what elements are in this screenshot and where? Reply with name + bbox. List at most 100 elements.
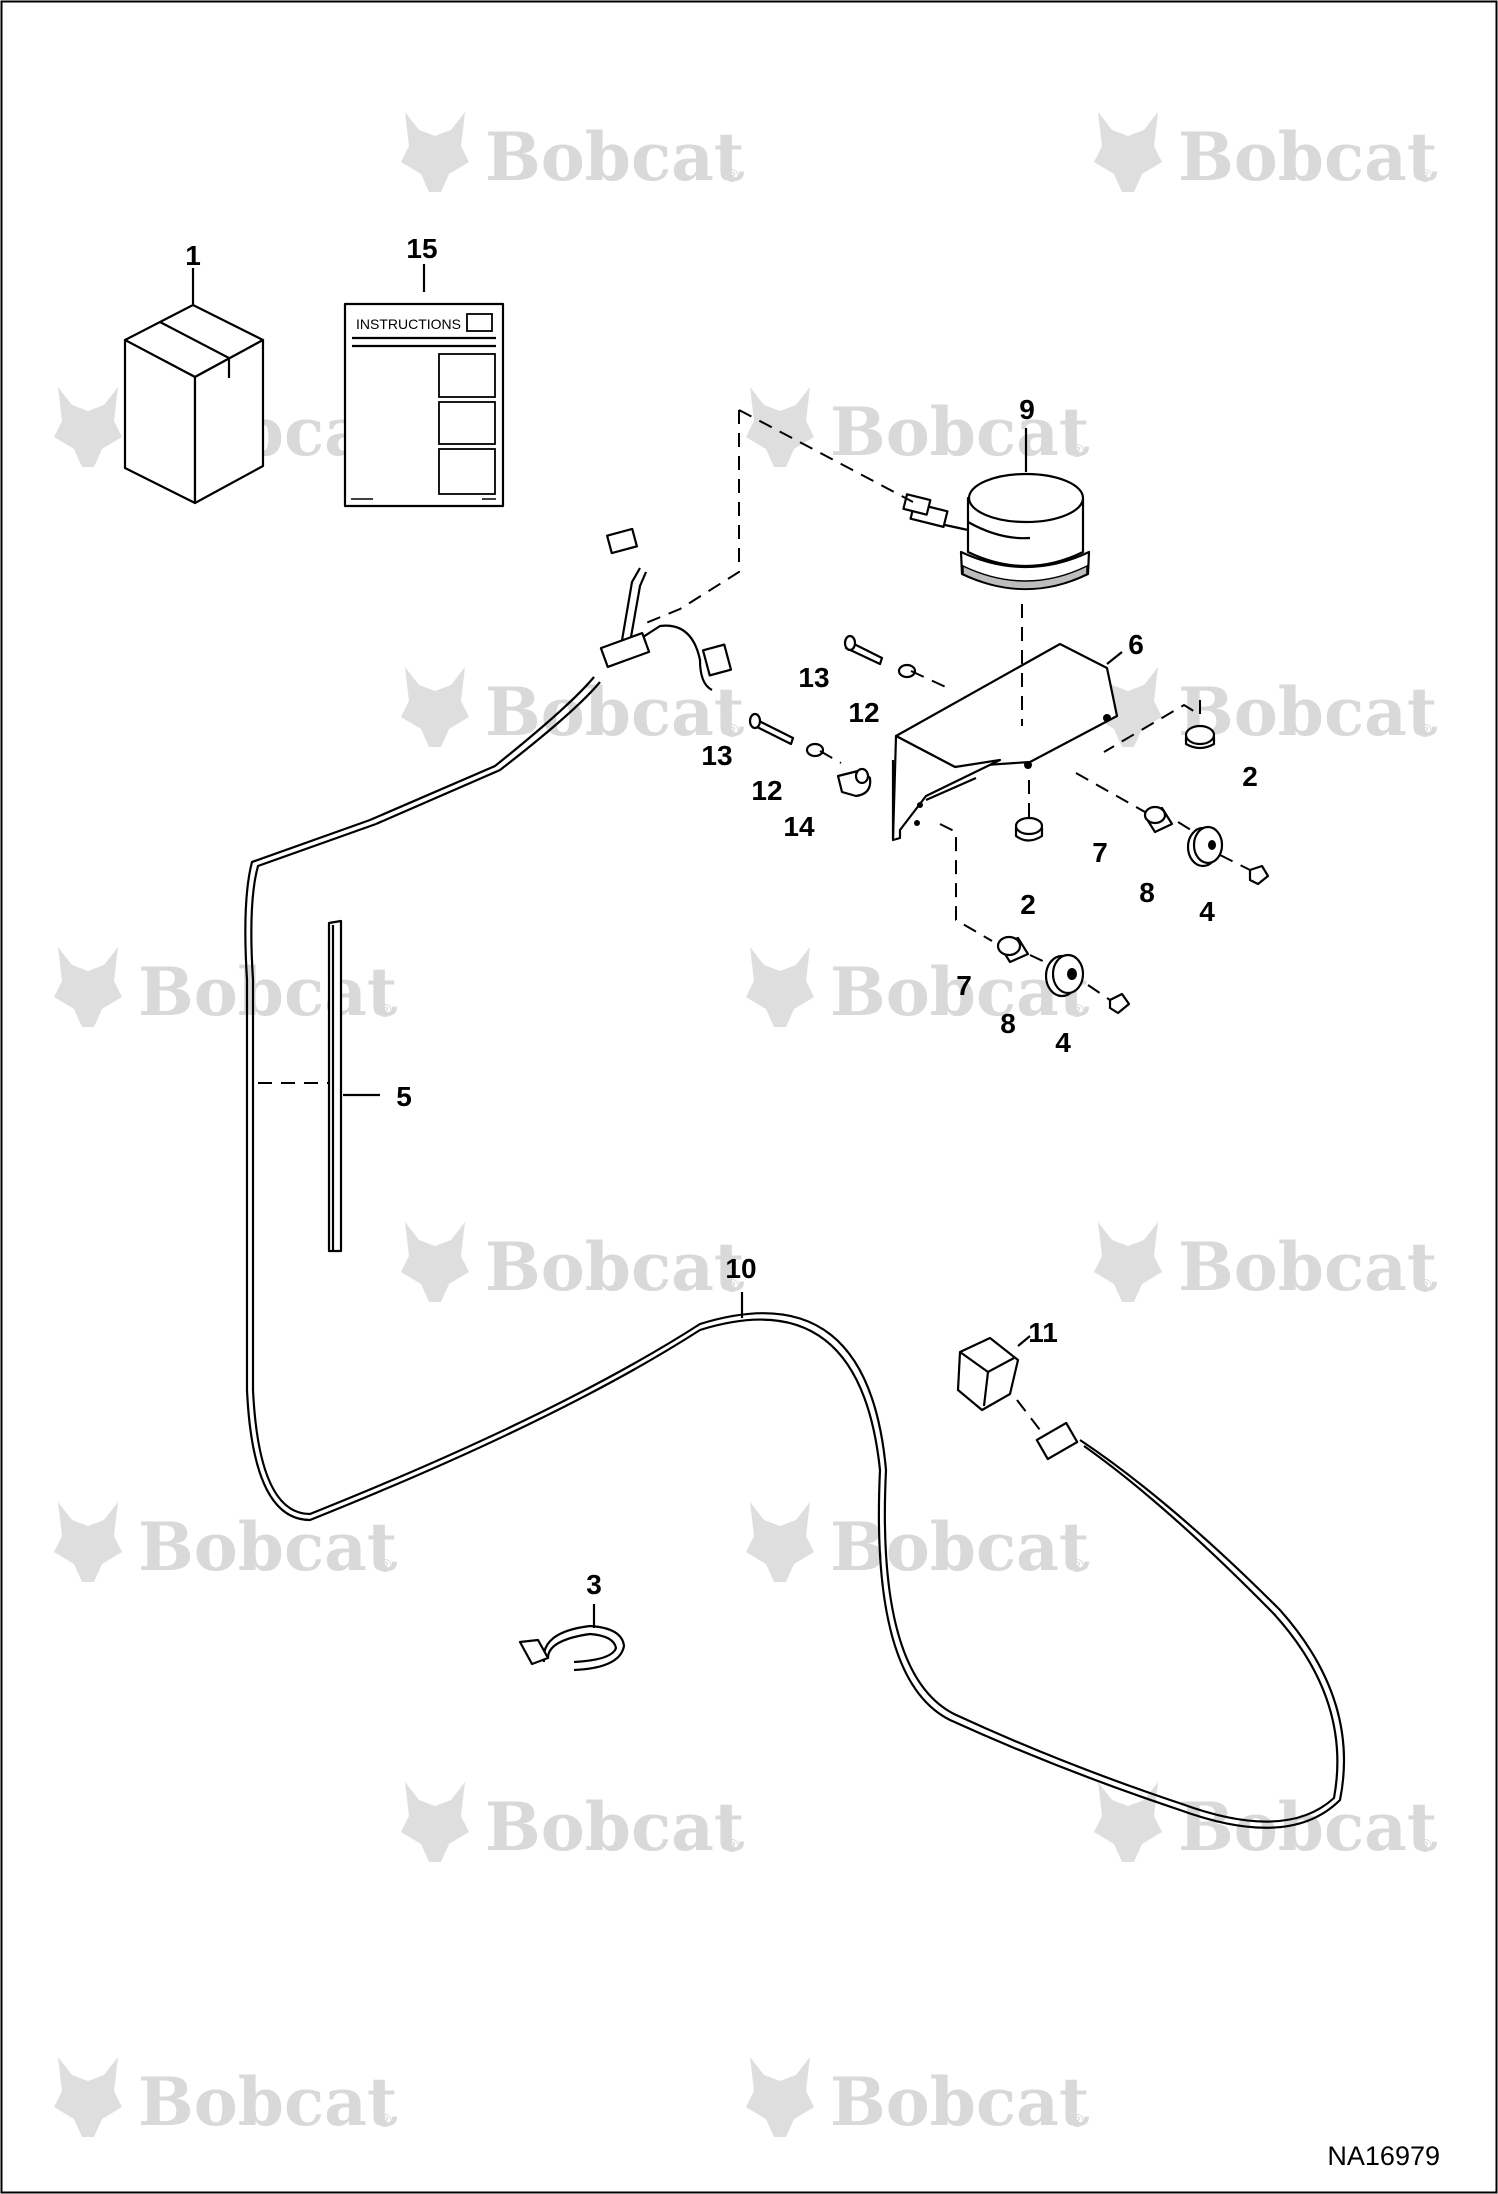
part-cable-tie-3 (518, 1624, 626, 1672)
part-spacer-7-lower (996, 935, 1030, 964)
callout-label: 8 (1000, 1008, 1016, 1039)
part-instructions-15: INSTRUCTIONS (343, 302, 505, 508)
watermark-reg-mark: ® (723, 1836, 741, 1857)
watermark-text: Bobcat (1178, 118, 1438, 196)
callout-label: 11 (1028, 1317, 1058, 1348)
callout-label: 1 (185, 240, 201, 271)
watermark-layer: Bobcat®Bobcat®Bobcat®Bobcat®Bobcat®Bobca… (54, 112, 1438, 2141)
watermark-text: Bobcat (485, 1788, 745, 1866)
watermark-logo-icon (746, 387, 814, 467)
part-nut-4-right (1248, 864, 1270, 886)
watermark-text: Bobcat (138, 1508, 398, 1586)
part-clip-14 (836, 767, 872, 798)
callout-label: 7 (1092, 837, 1108, 868)
watermark-logo-icon (746, 1502, 814, 1582)
callout-label: 4 (1055, 1027, 1071, 1058)
watermark-logo-icon (401, 1782, 469, 1862)
watermark-text: Bobcat (485, 118, 745, 196)
watermark-reg-mark: ® (1416, 1836, 1434, 1857)
part-harness-10 (244, 527, 1346, 1829)
part-spacer-7-right (1143, 805, 1174, 834)
watermark-logo-icon (1094, 1222, 1162, 1302)
leader-lines (191, 264, 1123, 1628)
watermark-tile: Bobcat® (401, 112, 745, 196)
watermark-reg-mark: ® (1416, 721, 1434, 742)
watermark-text: Bobcat (138, 953, 398, 1031)
watermark-logo-icon (401, 1222, 469, 1302)
watermark-text: Bobcat (830, 393, 1090, 471)
watermark-text: Bobcat (1178, 1788, 1438, 1866)
instructions-label: INSTRUCTIONS (356, 316, 461, 332)
watermark-tile: Bobcat® (746, 387, 1090, 471)
watermark-logo-icon (1094, 1782, 1162, 1862)
watermark-tile: Bobcat® (54, 1502, 398, 1586)
part-washer-12-lower (805, 742, 825, 758)
watermark-reg-mark: ® (376, 1556, 394, 1577)
part-strip-5 (327, 919, 343, 1253)
watermark-tile: Bobcat® (54, 947, 398, 1031)
part-box-1 (123, 303, 265, 505)
watermark-tile: Bobcat® (401, 1222, 745, 1306)
watermark-text: Bobcat (830, 1508, 1090, 1586)
drawing-id: NA16979 (1327, 2141, 1440, 2171)
watermark-logo-icon (54, 387, 122, 467)
watermark-text: Bobcat (485, 1228, 745, 1306)
watermark-tile: Bobcat® (746, 2057, 1090, 2141)
watermark-text: Bobcat (138, 2063, 398, 2141)
callout-label: 12 (751, 775, 782, 806)
watermark-tile: Bobcat® (401, 1782, 745, 1866)
watermark-logo-icon (54, 1502, 122, 1582)
callout-label: 13 (701, 740, 732, 771)
watermark-tile: Bobcat® (1094, 1222, 1438, 1306)
part-mount-8-right (1186, 825, 1224, 868)
callout-label: 5 (396, 1081, 412, 1112)
watermark-text: Bobcat (830, 2063, 1090, 2141)
assembly-lines (258, 409, 1251, 1431)
part-switch-11 (956, 1336, 1020, 1412)
callout-label: 3 (586, 1569, 602, 1600)
callout-label: 13 (798, 662, 829, 693)
watermark-logo-icon (54, 947, 122, 1027)
watermark-reg-mark: ® (1068, 1001, 1086, 1022)
watermark-tile: Bobcat® (1094, 1782, 1438, 1866)
watermark-reg-mark: ® (723, 166, 741, 187)
watermark-tile: Bobcat® (746, 947, 1090, 1031)
callout-label: 4 (1199, 896, 1215, 927)
watermark-tile: Bobcat® (1094, 112, 1438, 196)
watermark-tile: Bobcat® (746, 1502, 1090, 1586)
watermark-reg-mark: ® (376, 2111, 394, 2132)
watermark-reg-mark: ® (723, 721, 741, 742)
callout-label: 15 (406, 233, 437, 264)
watermark-logo-icon (746, 947, 814, 1027)
watermark-reg-mark: ® (376, 1001, 394, 1022)
watermark-text: Bobcat (1178, 1228, 1438, 1306)
watermark-reg-mark: ® (723, 1276, 741, 1297)
part-nut-4-lower (1108, 992, 1131, 1015)
watermark-reg-mark: ® (1416, 1276, 1434, 1297)
watermark-text: Bobcat (830, 953, 1090, 1031)
callout-label: 12 (848, 697, 879, 728)
watermark-logo-icon (746, 2057, 814, 2137)
watermark-reg-mark: ® (1068, 441, 1086, 462)
watermark-logo-icon (401, 667, 469, 747)
callout-label: 8 (1139, 877, 1155, 908)
part-bolt-13-upper (843, 634, 884, 666)
callout-label: 7 (956, 970, 972, 1001)
watermark-text: Bobcat (1178, 673, 1438, 751)
watermark-reg-mark: ® (1416, 166, 1434, 187)
part-beacon-9 (902, 472, 1091, 591)
watermark-tile: Bobcat® (54, 2057, 398, 2141)
callout-label: 9 (1019, 394, 1035, 425)
watermark-reg-mark: ® (1068, 2111, 1086, 2132)
watermark-logo-icon (54, 2057, 122, 2137)
part-bracket-6 (891, 642, 1119, 842)
part-grommet-2-lower (1014, 816, 1044, 842)
callouts: 1 15 9 6 13 12 13 12 14 2 2 7 8 4 7 8 4 … (185, 233, 1258, 1600)
watermark-logo-icon (401, 112, 469, 192)
part-washer-12-upper (897, 663, 917, 679)
callout-label: 2 (1242, 761, 1258, 792)
watermark-reg-mark: ® (1068, 1556, 1086, 1577)
callout-label: 10 (725, 1253, 756, 1284)
watermark-logo-icon (1094, 112, 1162, 192)
